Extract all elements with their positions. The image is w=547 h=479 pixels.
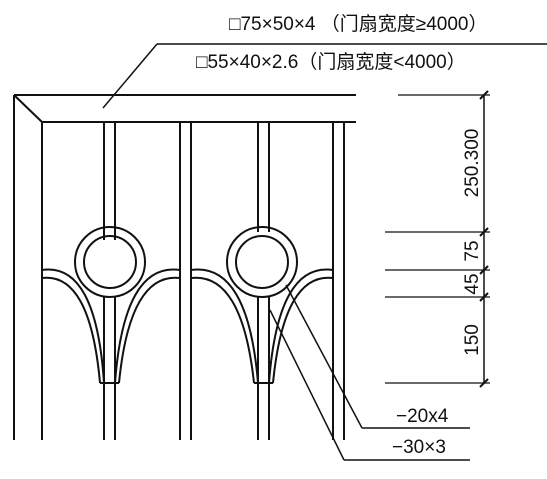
frame-spec-large: □75×50×4 （门扇宽度≥4000） xyxy=(229,13,487,35)
vertical-bar xyxy=(103,122,116,240)
vertical-bar xyxy=(179,122,192,440)
ring-bar-leader xyxy=(269,309,470,461)
curved-flat-bars xyxy=(41,268,334,384)
vertical-bars xyxy=(103,122,345,440)
frame-spec-small: □55×40×2.6（门扇宽度<4000） xyxy=(196,51,466,73)
dimension-label: 45 xyxy=(462,273,483,294)
ring-ornament xyxy=(74,226,146,298)
dimension-label: 250.300 xyxy=(462,129,483,198)
vertical-bar xyxy=(332,122,345,440)
vertical-bar xyxy=(257,122,270,232)
dimension-label: 150 xyxy=(462,324,483,356)
ring-bar-spec: −30×3 xyxy=(392,437,446,458)
ring-ornament xyxy=(226,226,298,298)
dimension-chain: 250.300 75 45 150 xyxy=(385,90,490,388)
frame-leader xyxy=(102,43,547,109)
dimension-ticks xyxy=(479,90,489,388)
flat-bar-spec: −20x4 xyxy=(396,406,449,427)
lower-stems xyxy=(100,297,273,440)
gate-frame xyxy=(13,94,356,440)
flat-bar-leader xyxy=(285,284,470,429)
dimension-label: 75 xyxy=(462,240,483,261)
